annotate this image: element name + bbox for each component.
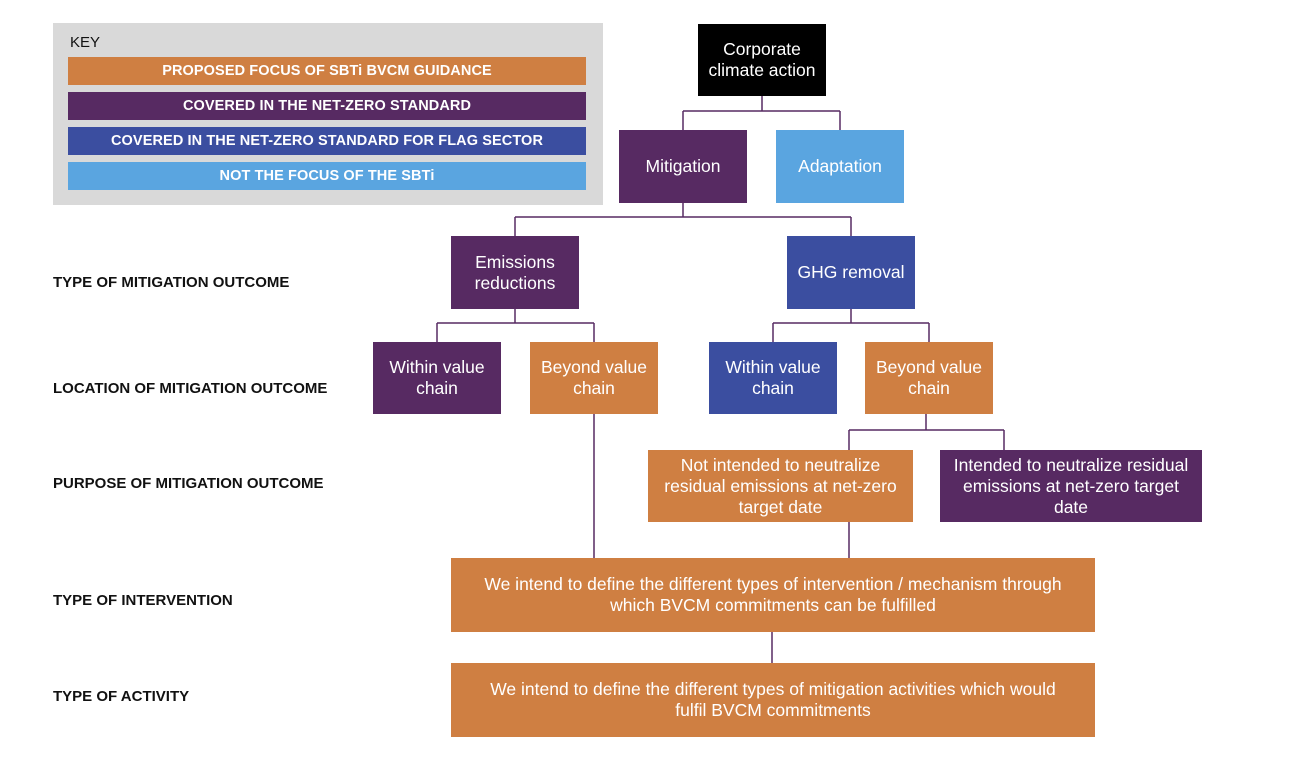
node-mitigation: Mitigation xyxy=(619,130,747,203)
key-title: KEY xyxy=(70,34,101,51)
key-item-bvcm-focus: PROPOSED FOCUS OF SBTi BVCM GUIDANCE xyxy=(68,57,586,85)
key-item-flag-sector: COVERED IN THE NET-ZERO STANDARD FOR FLA… xyxy=(68,127,586,155)
node-type-of-activity: We intend to define the different types … xyxy=(451,663,1095,737)
row-label-location-outcome: LOCATION OF MITIGATION OUTCOME xyxy=(53,380,328,397)
node-emissions-reductions: Emissions reductions xyxy=(451,236,579,309)
node-ghg-beyond-value-chain: Beyond value chain xyxy=(865,342,993,414)
node-ghg-within-value-chain: Within value chain xyxy=(709,342,837,414)
row-label-activity: TYPE OF ACTIVITY xyxy=(53,688,190,705)
node-intended-to-neutralize: Intended to neutralize residual emission… xyxy=(940,450,1202,522)
key-item-not-focus: NOT THE FOCUS OF THE SBTi xyxy=(68,162,586,190)
row-label-type-outcome: TYPE OF MITIGATION OUTCOME xyxy=(53,274,290,291)
node-ghg-removal: GHG removal xyxy=(787,236,915,309)
node-er-within-value-chain: Within value chain xyxy=(373,342,501,414)
node-type-of-intervention: We intend to define the different types … xyxy=(451,558,1095,632)
node-er-beyond-value-chain: Beyond value chain xyxy=(530,342,658,414)
node-corporate-climate-action: Corporate climate action xyxy=(698,24,826,96)
key-item-net-zero-standard: COVERED IN THE NET-ZERO STANDARD xyxy=(68,92,586,120)
row-label-purpose-outcome: PURPOSE OF MITIGATION OUTCOME xyxy=(53,475,324,492)
node-adaptation: Adaptation xyxy=(776,130,904,203)
node-not-intended-to-neutralize: Not intended to neutralize residual emis… xyxy=(648,450,913,522)
row-label-intervention: TYPE OF INTERVENTION xyxy=(53,592,233,609)
